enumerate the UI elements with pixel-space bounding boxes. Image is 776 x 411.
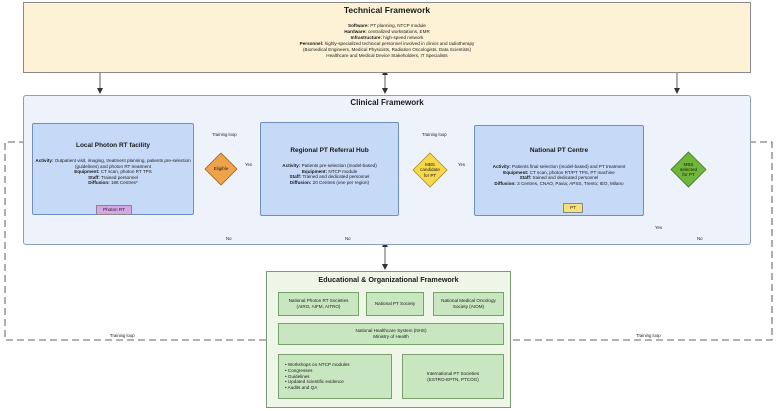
eligible-label: Eligible xyxy=(213,166,229,172)
local-photon-rt-facility: Local Photon RT facility Activity: Outpa… xyxy=(32,123,194,215)
no-label: No xyxy=(697,236,703,241)
nhs-box: National Healthcare System (NHS) Ministr… xyxy=(278,323,504,345)
technical-personnel-line3: Healthcare and Medical Device Stakeholde… xyxy=(326,53,448,58)
technical-details: Software: PT planning, NTCP module Hardw… xyxy=(24,23,750,59)
no-label: No xyxy=(345,236,351,241)
mbs-candidate-diamond xyxy=(412,152,448,188)
technical-software: Software: PT planning, NTCP module xyxy=(348,23,426,28)
local-details: Activity: Outpatient visit, imaging, tre… xyxy=(35,158,191,186)
activities-box: Workshops on NTCP modules Congresses Gui… xyxy=(278,354,392,399)
pt-society-box: National PT Society xyxy=(366,292,424,316)
oncology-society-box: National Medical Oncology Society (AIOM) xyxy=(433,292,504,316)
local-title: Local Photon RT facility xyxy=(75,142,151,149)
training-loop-label: Training loop xyxy=(422,132,447,137)
technical-hardware: Hardware: centralized workstations, EMR xyxy=(344,29,430,34)
list-item: Workshops on NTCP modules xyxy=(285,362,350,368)
technical-personnel-line2: (Biomedical Engineers, Medical Physicist… xyxy=(303,47,471,52)
mbs-selected-label: MBS selected for PT xyxy=(679,161,698,178)
list-item: Guidelines xyxy=(285,374,350,380)
list-item: Updated scientific evidence xyxy=(285,379,350,385)
mbs-selected-diamond xyxy=(670,151,707,188)
educational-title: Educational & Organizational Framework xyxy=(318,275,459,284)
no-label: No xyxy=(226,236,232,241)
clinical-title: Clinical Framework xyxy=(350,98,424,107)
regional-title: Regional PT Referral Hub xyxy=(290,147,369,154)
outer-training-loop-label-right: Training loop xyxy=(636,333,661,338)
technical-title: Technical Framework xyxy=(343,5,431,15)
educational-framework: Educational & Organizational Framework N… xyxy=(266,271,511,408)
list-item: Audits and QA xyxy=(285,385,350,391)
activities-list: Workshops on NTCP modules Congresses Gui… xyxy=(279,362,350,391)
eligible-diamond xyxy=(204,152,238,186)
technical-framework: Technical Framework Software: PT plannin… xyxy=(23,2,751,73)
mbs-candidate-label: MBS candidate for PT xyxy=(420,162,440,178)
photon-societies-box: National Photon RT Societies (AIRO, AIFM… xyxy=(278,292,359,316)
nhs-line2: Ministry of Health xyxy=(373,334,409,339)
technical-personnel: Personnel: highly-specialized technical … xyxy=(299,41,475,46)
yes-label: Yes xyxy=(458,162,466,167)
yes-label: Yes xyxy=(245,162,253,167)
yes-label: Yes xyxy=(655,225,663,230)
national-details: Activity: Patients final selection (mode… xyxy=(492,164,626,186)
national-title: National PT Centre xyxy=(529,147,589,154)
nhs-line1: National Healthcare System (NHS) xyxy=(355,328,427,334)
list-item: Congresses xyxy=(285,368,350,374)
training-loop-label: Training loop xyxy=(212,132,237,137)
national-pt-centre: National PT Centre Activity: Patients fi… xyxy=(474,125,644,216)
regional-details: Activity: Patients pre-selection (model-… xyxy=(282,163,377,185)
photon-rt-tag: Photon RT xyxy=(96,205,132,215)
international-societies-box: International PT Societies (ESTRO-EPTN, … xyxy=(402,354,504,399)
technical-infrastructure: Infrastructure: high-speed network xyxy=(350,35,424,40)
pt-tag: PT xyxy=(563,203,583,213)
regional-pt-referral-hub: Regional PT Referral Hub Activity: Patie… xyxy=(260,122,399,216)
outer-training-loop-label-left: Training loop xyxy=(110,333,135,338)
